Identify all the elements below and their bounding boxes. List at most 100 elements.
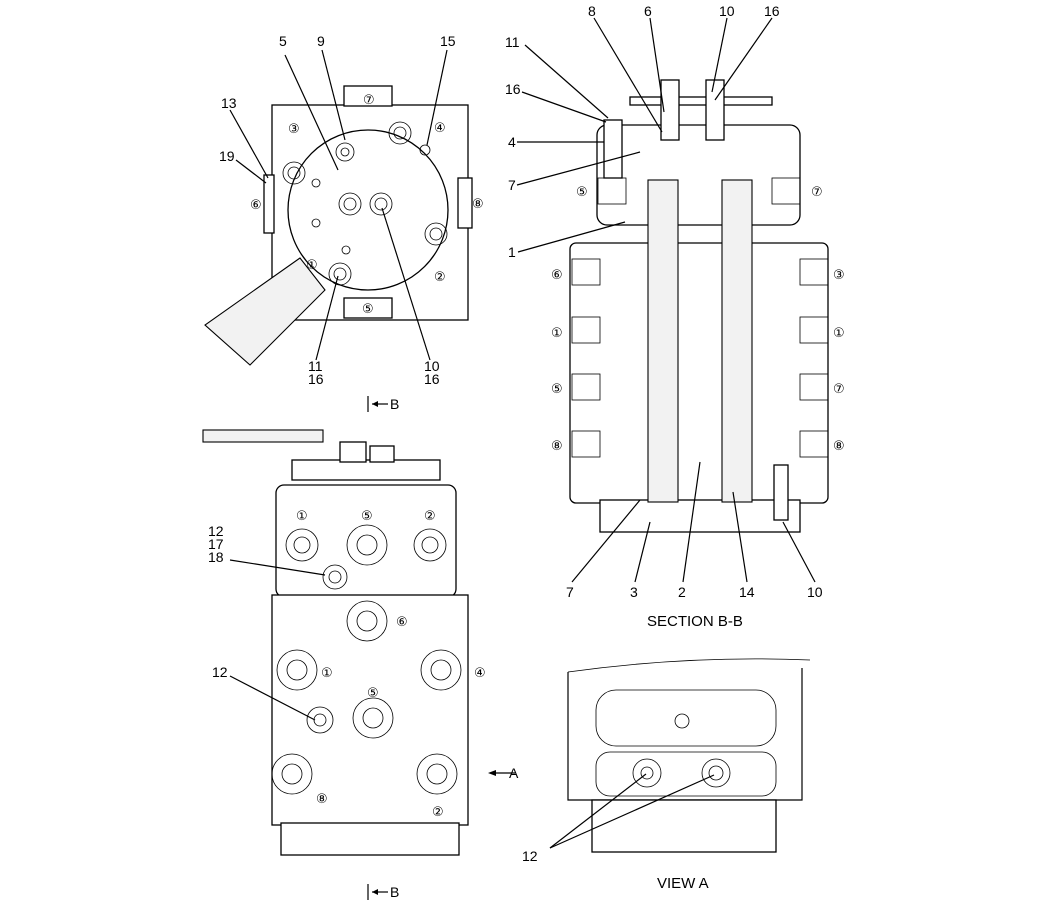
leader-18: [229, 559, 326, 576]
port-1: ①: [306, 257, 318, 272]
port-6: ⑥: [250, 197, 262, 212]
section-main-body: [569, 242, 829, 504]
front-port-2b: ②: [432, 804, 444, 819]
sec-callout-1: 1: [508, 244, 516, 260]
sec-callout-2: 2: [678, 584, 686, 600]
view-a-lower-recess: [595, 751, 777, 797]
top-view-port-7-boss: [343, 85, 393, 107]
bolt-left: [660, 79, 680, 141]
leader-1: [517, 221, 626, 253]
top-view-right-boss: [457, 177, 473, 229]
leader-14: [732, 491, 748, 583]
leader-11: [524, 44, 609, 119]
view-a-upper-recess: [595, 689, 777, 747]
leader-2: [682, 461, 701, 583]
spool-right: [721, 179, 753, 503]
sec-callout-10-bottom: 10: [807, 584, 823, 600]
sec-port-7: ⑦: [811, 184, 823, 199]
leader-6: [649, 17, 665, 113]
callout-19: 19: [219, 148, 235, 164]
sec-port-3: ③: [833, 267, 845, 282]
leader-3: [634, 521, 651, 583]
section-title: SECTION B-B: [647, 613, 743, 630]
top-view-rotor: [287, 129, 449, 291]
view-a-outline: [567, 668, 803, 801]
top-view-port-5-boss: [343, 297, 393, 319]
front-port-1: ①: [296, 508, 308, 523]
leader-12b: [229, 675, 316, 721]
callout-13: 13: [221, 95, 237, 111]
view-a-arrow-label: A: [509, 765, 519, 781]
sec-port-1-left: ①: [551, 325, 563, 340]
front-top-plate: [291, 459, 441, 481]
front-port-4: ④: [474, 665, 486, 680]
leader-5: [284, 54, 339, 171]
section-base: [599, 499, 801, 533]
sec-callout-8: 8: [588, 3, 596, 19]
sec-callout-10-top: 10: [719, 3, 735, 19]
leader-10-bottom: [782, 521, 816, 583]
section-mark-lower-label: B: [390, 884, 399, 900]
bolt-4: [603, 119, 623, 179]
front-upper-body: [275, 484, 457, 598]
view-a-base: [591, 799, 777, 853]
front-lower-body: [271, 594, 469, 826]
sec-callout-6: 6: [644, 3, 652, 19]
leader-8: [593, 17, 663, 133]
port-4: ④: [434, 120, 446, 135]
front-port-2: ②: [424, 508, 436, 523]
port-5: ⑤: [362, 301, 374, 316]
section-upper-body: [596, 124, 801, 226]
front-port-5b: ⑤: [367, 685, 379, 700]
front-port-6: ⑥: [396, 614, 408, 629]
sec-callout-4: 4: [508, 134, 516, 150]
leader-16: [521, 91, 607, 123]
sec-callout-16: 16: [505, 81, 521, 97]
sec-port-5-lower: ⑤: [551, 381, 563, 396]
callout-16b: 16: [424, 371, 440, 387]
top-view-left-boss: [263, 174, 275, 234]
view-a: 12 VIEW A: [522, 658, 811, 892]
spool-left: [647, 179, 679, 503]
callout-10: 10: [424, 358, 440, 374]
leader-15: [426, 49, 448, 146]
section-top-plate: [629, 96, 773, 106]
leader-19: [235, 159, 267, 184]
section-b-b: 8 6 10 16 11 16 4 7 1 7 3 2 14 10 ⑤ ⑦ ⑥ …: [505, 3, 845, 630]
sec-port-5: ⑤: [576, 184, 588, 199]
front-port-8: ⑧: [316, 791, 328, 806]
sec-port-1-right: ①: [833, 325, 845, 340]
port-8: ⑧: [472, 196, 484, 211]
view-a-break-line: [567, 658, 811, 673]
view-a-callout-12: 12: [522, 848, 538, 864]
front-port-5: ⑤: [361, 508, 373, 523]
lever-handle: [204, 257, 326, 366]
sec-callout-16-top: 16: [764, 3, 780, 19]
sec-callout-14: 14: [739, 584, 755, 600]
leader-9: [321, 49, 346, 141]
leader-7-bottom: [571, 499, 641, 583]
section-mark-upper: B: [367, 396, 399, 412]
callout-9: 9: [317, 33, 325, 49]
lever-arm: [202, 429, 324, 443]
sec-callout-7-bottom: 7: [566, 584, 574, 600]
top-view: 5 9 15 13 19 11 16 10 16 ⑦ ③ ④ ⑥ ⑧ ① ② ⑤: [204, 33, 484, 387]
leader-10-16: [381, 207, 431, 361]
callout-15: 15: [440, 33, 456, 49]
port-2: ②: [434, 269, 446, 284]
callout-11: 11: [308, 358, 323, 374]
sec-callout-7-top: 7: [508, 177, 516, 193]
callout-17: 17: [208, 536, 224, 552]
sec-port-8-right: ⑧: [833, 438, 845, 453]
section-mark-upper-label: B: [390, 396, 399, 412]
section-mark-lower: B: [367, 884, 399, 900]
front-port-1b: ①: [321, 665, 333, 680]
callout-16: 16: [308, 371, 324, 387]
leader-16-top: [714, 17, 773, 101]
front-view: 12 17 18 12 ① ⑤ ② ⑥ ① ④ ⑤ ⑧ ② A: [202, 429, 519, 856]
callout-18: 18: [208, 549, 224, 565]
callout-12: 12: [208, 523, 224, 539]
callout-12-lower: 12: [212, 664, 228, 680]
leader-13: [229, 109, 269, 179]
